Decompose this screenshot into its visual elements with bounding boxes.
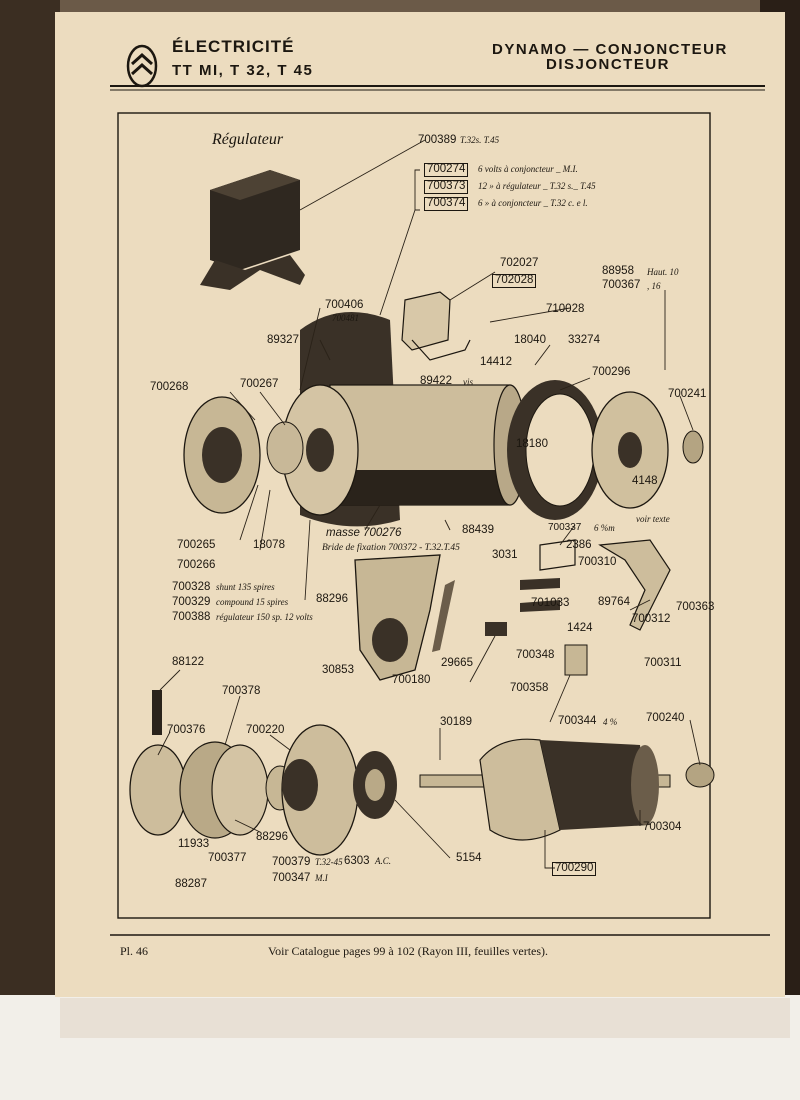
part-700377: 700377 bbox=[208, 852, 247, 864]
part-ref-700389: 700389 bbox=[418, 134, 457, 146]
part-700267: 700267 bbox=[240, 378, 279, 390]
header-right-line2: DISJONCTEUR bbox=[546, 56, 671, 73]
part-89422-note: vis bbox=[463, 377, 473, 387]
mounting-bracket-drawing bbox=[354, 554, 455, 681]
leader-lines bbox=[157, 139, 701, 869]
part-700276: masse 700276 bbox=[326, 527, 402, 539]
part-33274: 33274 bbox=[568, 334, 600, 346]
part-700337-note: 6 %m bbox=[594, 523, 615, 533]
part-700348: 700348 bbox=[516, 649, 555, 661]
part-700388-note: régulateur 150 sp. 12 volts bbox=[216, 612, 313, 622]
part-700388: 700388 bbox=[172, 611, 211, 623]
part-6303-note: A.C. bbox=[375, 856, 392, 866]
part-note-700373: 12 » à régulateur _ T.32 s._ T.45 bbox=[478, 181, 596, 191]
part-18180: 18180 bbox=[516, 438, 548, 450]
plate-number: Pl. 46 bbox=[120, 944, 149, 958]
part-700328-note: shunt 135 spires bbox=[216, 582, 275, 592]
part-88122: 88122 bbox=[172, 656, 204, 668]
part-89422: 89422 bbox=[420, 375, 452, 387]
part-88958: 88958 bbox=[602, 265, 634, 277]
part-2386: 2386 bbox=[566, 539, 592, 551]
pulley-assembly-drawing bbox=[129, 690, 397, 856]
band-and-cover-drawing bbox=[507, 380, 704, 520]
header-title: ÉLECTRICITÉ bbox=[172, 37, 295, 56]
part-701033: 701033 bbox=[531, 597, 570, 609]
part-ref-700274: 700274 bbox=[424, 163, 469, 177]
part-700290: 700290 bbox=[552, 862, 597, 876]
part-700337: 700337 bbox=[548, 522, 582, 533]
part-700241: 700241 bbox=[668, 388, 707, 400]
part-700379-note: T.32-45 bbox=[315, 857, 343, 867]
end-plate-drawing bbox=[183, 396, 261, 514]
part-6303: 6303 bbox=[344, 855, 370, 867]
cutout-housing-drawing bbox=[401, 291, 471, 361]
regulator-cover-drawing bbox=[200, 170, 305, 290]
part-3031: 3031 bbox=[492, 549, 518, 561]
part-note-700389: T.32s. T.45 bbox=[460, 135, 500, 145]
part-89327: 89327 bbox=[267, 334, 299, 346]
part-700358: 700358 bbox=[510, 682, 549, 694]
part-18040: 18040 bbox=[514, 334, 546, 346]
part-14412: 14412 bbox=[480, 356, 512, 368]
part-700328: 700328 bbox=[172, 581, 211, 593]
part-700363: 700363 bbox=[676, 601, 715, 613]
part-700329-note: compound 15 spires bbox=[216, 597, 289, 607]
part-88296-upper: 88296 bbox=[316, 593, 348, 605]
part-702027: 702027 bbox=[500, 257, 539, 269]
part-700311: 700311 bbox=[644, 657, 682, 669]
part-4148: 4148 bbox=[632, 475, 658, 487]
part-88296-lower: 88296 bbox=[256, 831, 288, 843]
part-18078: 18078 bbox=[253, 539, 285, 551]
part-700376: 700376 bbox=[167, 724, 206, 736]
part-702028: 702028 bbox=[492, 274, 537, 288]
part-700296: 700296 bbox=[592, 366, 631, 378]
part-88958-note: Haut. 10 bbox=[647, 267, 679, 277]
part-700268: 700268 bbox=[150, 381, 189, 393]
part-700344: 700344 bbox=[558, 715, 597, 727]
brush-parts-drawing bbox=[485, 539, 671, 676]
part-88439: 88439 bbox=[462, 524, 494, 536]
part-700347-note: M.I bbox=[315, 873, 328, 883]
part-710028: 710028 bbox=[546, 303, 585, 315]
part-5154: 5154 bbox=[456, 852, 482, 864]
header-models: TT MI, T 32, T 45 bbox=[172, 62, 314, 79]
part-700180: 700180 bbox=[392, 674, 431, 686]
part-note-700274: 6 volts à conjoncteur _ M.I. bbox=[478, 164, 578, 174]
part-700379: 700379 bbox=[272, 856, 311, 868]
part-700344-note: 4 % bbox=[603, 717, 618, 727]
voir-texte-note: voir texte bbox=[636, 514, 670, 524]
part-1424: 1424 bbox=[567, 622, 593, 634]
part-700266: 700266 bbox=[177, 559, 216, 571]
part-700378: 700378 bbox=[222, 685, 261, 697]
part-700406: 700406 bbox=[325, 299, 364, 311]
part-700481: 700481 bbox=[332, 313, 359, 323]
part-700312: 700312 bbox=[632, 613, 671, 625]
part-ref-700374: 700374 bbox=[424, 197, 469, 211]
part-note-700374: 6 » à conjoncteur _ T.32 c. e l. bbox=[478, 198, 588, 208]
armature-drawing bbox=[419, 738, 715, 841]
part-700372: Bride de fixation 700372 - T.32.T.45 bbox=[322, 543, 460, 553]
header-right-line1: DYNAMO — CONJONCTEUR bbox=[492, 41, 728, 58]
part-700265: 700265 bbox=[177, 539, 216, 551]
part-700329: 700329 bbox=[172, 596, 211, 608]
part-29665: 29665 bbox=[441, 657, 473, 669]
part-700240: 700240 bbox=[646, 712, 685, 724]
part-88287: 88287 bbox=[175, 878, 207, 890]
part-11933: 11933 bbox=[178, 838, 210, 850]
part-30189: 30189 bbox=[440, 716, 472, 728]
part-ref-700373: 700373 bbox=[424, 180, 469, 194]
citroen-chevron-logo bbox=[126, 44, 158, 88]
part-89764: 89764 bbox=[598, 596, 630, 608]
part-700347: 700347 bbox=[272, 872, 311, 884]
part-700310: 700310 bbox=[578, 556, 617, 568]
part-30853: 30853 bbox=[322, 664, 354, 676]
part-700304: 700304 bbox=[643, 821, 682, 833]
part-700220: 700220 bbox=[246, 724, 285, 736]
part-700367: 700367 bbox=[602, 279, 641, 291]
catalog-reference: Voir Catalogue pages 99 à 102 (Rayon III… bbox=[268, 944, 549, 958]
part-700367-note: , 16 bbox=[647, 281, 661, 291]
section-title: Régulateur bbox=[212, 131, 284, 148]
dynamo-body-drawing bbox=[266, 312, 527, 527]
